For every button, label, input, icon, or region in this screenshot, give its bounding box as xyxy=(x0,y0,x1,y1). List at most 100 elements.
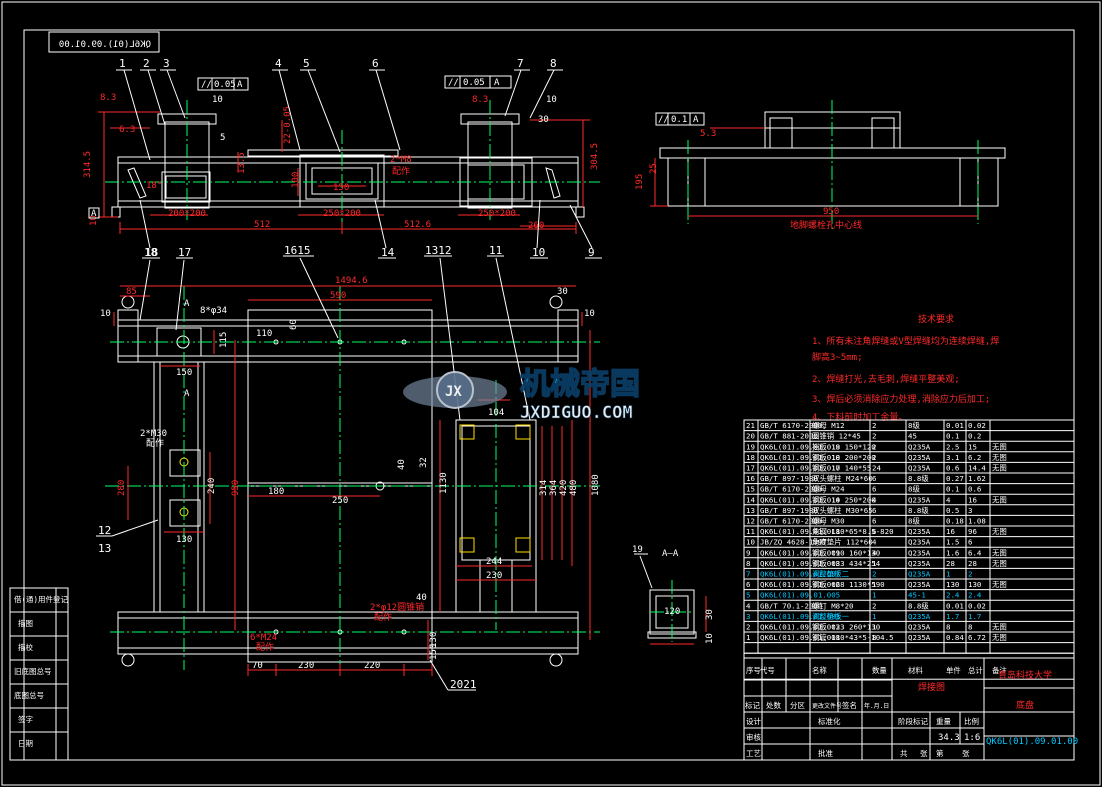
balloon-label: 12 xyxy=(98,524,111,537)
bom-cell-code: GB/T 897-1988 xyxy=(760,506,818,515)
bom-cell-qty: 2 xyxy=(872,453,876,462)
bom-cell-qty: 1 xyxy=(872,559,876,568)
bom-cell-code: QK6L(01).09.01.005 xyxy=(760,591,840,600)
dim-text: 590 xyxy=(330,291,346,301)
bom-cell-total: 0.6 xyxy=(968,485,981,494)
dim-text: 8*φ34 xyxy=(200,306,227,316)
tb-label: 处数 xyxy=(766,700,781,710)
bom-cell-name: 螺母 M24 xyxy=(812,485,845,494)
bom-cell-name: 钢板 10 250*200 xyxy=(812,495,876,504)
tech-req-line: 3、焊后必须消除应力处理,消除应力后加工; xyxy=(812,393,990,405)
watermark: JX 机械帝国 JXDIGUO.COM xyxy=(403,366,641,423)
dim-text: 5 xyxy=(220,133,225,143)
dim-text: 110 xyxy=(256,329,272,339)
bom-header-cell: 名称 xyxy=(812,666,827,675)
dim-text: 100 xyxy=(291,172,301,188)
tech-req-line: 2、焊缝打光,去毛刺,焊缝平整美观; xyxy=(812,373,960,385)
bom-cell-no: 15 xyxy=(746,485,755,494)
scale-value: 1:6 xyxy=(964,733,980,743)
dim-text: 220 xyxy=(364,661,380,671)
bom-cell-mat: Q235A xyxy=(908,559,931,568)
dim-text: 1080 xyxy=(591,474,601,496)
bom-cell-note: 无图 xyxy=(992,633,1007,642)
dim-text: 6*M24 xyxy=(250,633,277,643)
balloon-label: 4 xyxy=(275,57,282,70)
dim-text: 1130 xyxy=(439,472,449,494)
bom-cell-qty: 24 xyxy=(872,464,881,473)
bom-cell-no: 6 xyxy=(746,580,750,589)
dim-text: A xyxy=(693,115,699,125)
bom-cell-total: 6 xyxy=(968,538,972,547)
tb-label: 标记 xyxy=(745,700,760,710)
dim-text: 150 xyxy=(429,644,439,660)
dim-text: 250*200 xyxy=(478,209,516,219)
dim-text: 10 xyxy=(100,309,111,319)
bom-cell-no: 19 xyxy=(746,442,755,451)
dim-text: 40 xyxy=(416,593,427,603)
tb-label: 更改文件号 xyxy=(812,702,842,710)
dim-text: 364 xyxy=(549,480,559,496)
tb-label: 年.月.日 xyxy=(864,702,889,710)
bom-cell-mat: 8.8级 xyxy=(908,474,929,483)
side-label-strip: 借(通)用件登记 描图 描校 旧底图总号 底图总号 签字 日期 xyxy=(9,587,69,761)
dim-text: 480 xyxy=(569,480,579,496)
title-block: 标记 处数 分区 更改文件号 签名 年.月.日 设计 审核 工艺 标准化 批准 … xyxy=(743,657,1078,761)
bom-cell-no: 7 xyxy=(746,570,750,579)
balloon-label: 13 xyxy=(98,542,111,555)
svg-text://: // xyxy=(658,115,669,125)
bom-cell-name: 钢板 t28 1130*590 xyxy=(812,580,885,589)
bom-cell-no: 1 xyxy=(746,633,750,642)
bom-cell-total: 2.4 xyxy=(968,591,982,600)
dim-text: 0.05 xyxy=(463,78,485,88)
bom-header-cell: 总计 xyxy=(968,666,983,675)
bom-cell-mat: Q235A xyxy=(908,633,931,642)
bom-cell-total: 96 xyxy=(968,527,977,536)
balloon-label: 7 xyxy=(517,57,524,70)
bom-cell-qty: 6 xyxy=(872,527,876,536)
tech-req-line: 脚高3~5mm; xyxy=(812,351,863,363)
dim-text: 配作 xyxy=(392,165,410,177)
bom-cell-total: 6.2 xyxy=(968,453,981,462)
svg-text://: // xyxy=(448,78,459,88)
bom-cell-qty: 2 xyxy=(872,442,876,451)
bom-cell-qty: 2 xyxy=(872,570,876,579)
bom-cell-mat: Q235A xyxy=(908,548,931,557)
bom-cell-mat: Q235A xyxy=(908,442,931,451)
bom-cell-code: GB/T 6170-2000 xyxy=(760,517,822,526)
bom-cell-unit: 1.7 xyxy=(946,612,959,621)
balloon-label: 8 xyxy=(550,57,557,70)
bom-cell-note: 无图 xyxy=(992,464,1007,473)
bom-cell-no: 10 xyxy=(746,538,755,547)
bom-cell-qty: 2 xyxy=(872,421,876,430)
dim-text: 32 xyxy=(419,457,429,468)
bom-cell-name: 钢板 10 140*55 xyxy=(812,464,871,473)
bom-header-cell: 材料 xyxy=(908,666,923,675)
bom-cell-total: 6.72 xyxy=(968,633,986,642)
dim-text: 配作 xyxy=(374,611,392,623)
bom-cell-mat: Q235A xyxy=(908,453,931,462)
balloon-label: 17 xyxy=(178,246,191,259)
dim-text: 314.5 xyxy=(83,151,93,178)
bom-cell-qty: 4 xyxy=(872,495,877,504)
dim-text: A xyxy=(494,78,500,88)
dim-text: 10 xyxy=(584,309,595,319)
bom-cell-code: GB/T 881-2000 xyxy=(760,432,818,441)
dim-text: 250*200 xyxy=(323,209,361,219)
bom-cell-code: GB/T 70.1-2000 xyxy=(760,601,822,610)
company-name: 青岛科技大学 xyxy=(998,669,1052,681)
bom-cell-total: 3 xyxy=(968,506,972,515)
balloon-label: 18 xyxy=(145,246,158,259)
bom-cell-name: 钢管 180*43*5-104.5 xyxy=(812,633,894,642)
bom-cell-qty: 6 xyxy=(872,474,876,483)
bom-cell-mat: 8.8级 xyxy=(908,506,929,515)
balloon-label: 2 xyxy=(143,57,150,70)
dim-text: 配作 xyxy=(146,437,164,449)
bom-cell-name: 螺母 M12 xyxy=(812,421,845,430)
dim-text: 0.05 xyxy=(214,80,236,90)
bom-cell-mat: 8级 xyxy=(908,485,920,494)
side-label: 描校 xyxy=(18,642,33,652)
dim-text: 2*M30 xyxy=(140,429,167,439)
